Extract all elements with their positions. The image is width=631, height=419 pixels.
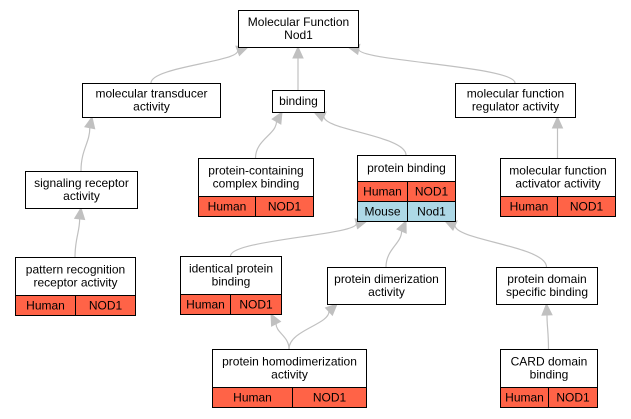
node-label-line: CARD domain (511, 355, 588, 369)
node-label-line: receptor activity (33, 276, 117, 290)
species-label: Human (363, 185, 402, 199)
edge-bind-to-mf (292, 45, 304, 91)
node-label-line: specific binding (506, 285, 588, 299)
edge-pdsb-to-pb (443, 220, 548, 268)
node-label-line: identical protein (189, 262, 273, 276)
edges-layer (73, 43, 564, 350)
node-label-line: protein dimerization (334, 272, 439, 286)
gene-label: NOD1 (415, 185, 449, 199)
node-box (272, 90, 325, 113)
node-bind[interactable]: binding (272, 90, 325, 113)
edge-phda-to-pda (288, 303, 338, 350)
gene-tag (407, 201, 456, 222)
species-label: Human (233, 391, 272, 405)
edge-pb-to-bind (312, 111, 407, 156)
species-label: Human (26, 299, 65, 313)
node-label-line: Nod1 (284, 28, 313, 42)
node-label-line: binding (279, 94, 318, 108)
edge-cardb-to-pdsb (541, 302, 553, 350)
node-label-line: molecular transducer (95, 87, 207, 101)
gene-label: NOD1 (570, 200, 604, 214)
node-label-line: activity (271, 368, 308, 382)
node-label-line: protein homodimerization (222, 355, 357, 369)
node-label-line: regulator activity (472, 100, 559, 114)
node-label-line: protein-containing (208, 164, 303, 178)
node-label-line: activity (63, 189, 100, 203)
node-label-line: activator activity (515, 177, 600, 191)
edge-prra-to-sra (73, 206, 86, 258)
gene-label: NOD1 (89, 299, 123, 313)
edge-sra-to-mta (80, 115, 96, 172)
species-label: Mouse (364, 205, 400, 219)
node-box (327, 267, 446, 305)
gene-tag (548, 387, 598, 408)
node-box (455, 83, 576, 118)
node-label-line: activity (368, 285, 405, 299)
node-label-line: activity (133, 100, 170, 114)
edge-mfaa-to-mfr (551, 115, 564, 158)
node-box (238, 10, 359, 48)
node-label-line: molecular function (509, 164, 606, 178)
node-label-line: signaling receptor (34, 176, 129, 190)
edge-pda-to-pb (385, 219, 407, 268)
node-label-line: protein binding (367, 161, 446, 175)
node-label-line: pattern recognition (26, 263, 125, 277)
edge-pccb-to-bind (254, 110, 283, 159)
node-label-line: protein domain (507, 272, 586, 286)
node-label-line: complex binding (213, 177, 300, 191)
gene-tag (255, 196, 314, 217)
edge-mta-to-mf (150, 45, 250, 84)
species-label: Human (208, 200, 247, 214)
species-label: Human (186, 298, 225, 312)
gene-tag (292, 387, 367, 408)
gene-label: Nod1 (417, 205, 446, 219)
gene-label: NOD1 (239, 298, 273, 312)
node-box (496, 267, 598, 305)
gene-tag (230, 294, 282, 315)
edge-ipb-to-pb (229, 218, 369, 257)
gene-label: NOD1 (313, 391, 347, 405)
node-box (82, 83, 221, 118)
edge-phda-to-ipb (270, 312, 290, 350)
node-label-line: molecular function (467, 87, 564, 101)
node-label-line: binding (530, 368, 569, 382)
node-box (25, 171, 138, 209)
edge-mfr-to-mf (346, 43, 516, 84)
gene-tag (557, 196, 616, 217)
node-label-line: binding (212, 275, 251, 289)
gene-tag (75, 295, 136, 316)
species-label: Human (510, 200, 549, 214)
node-label-line: Molecular Function (248, 15, 349, 29)
gene-label: NOD1 (556, 391, 590, 405)
gene-label: NOD1 (268, 200, 302, 214)
species-label: Human (505, 391, 544, 405)
